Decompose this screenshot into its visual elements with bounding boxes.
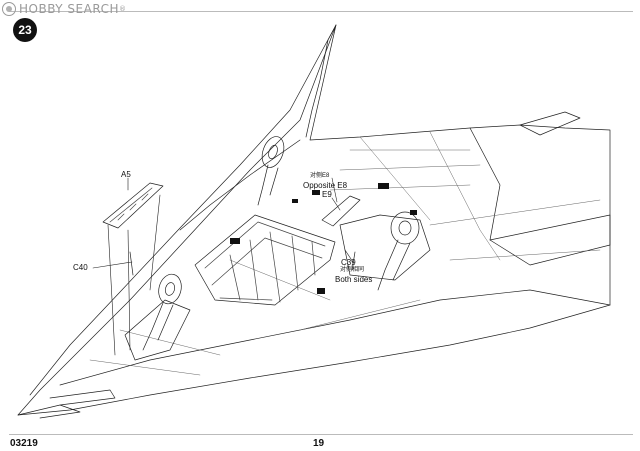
strut-upper (257, 164, 279, 206)
panel-lines (89, 131, 601, 376)
wheel-left (158, 273, 182, 305)
fuselage-spine (179, 139, 301, 231)
callout-c39: C39 (341, 258, 356, 267)
fin-edge (469, 127, 501, 241)
upper-wing-panel (305, 24, 337, 138)
gear-well-right (339, 214, 431, 281)
callout-e9: E9 (322, 190, 332, 199)
tail-fin-lower (489, 214, 611, 266)
weapons-bay-inner (204, 221, 326, 303)
tail-fin-upper (519, 111, 581, 136)
step-number-badge: 23 (13, 18, 37, 42)
leading-edge-line (29, 24, 337, 396)
product-code: 03219 (10, 438, 38, 449)
strut-right (377, 239, 411, 291)
callout-e8-cn: 对侧E8 (310, 173, 330, 179)
strut-c39 (351, 251, 356, 271)
strut-c40 (129, 251, 134, 276)
gear-well-left (124, 299, 191, 361)
weapons-bay (194, 214, 336, 306)
edge-flaps (17, 389, 116, 419)
callout-both-sides: Both sides (335, 275, 373, 284)
callout-e8: Opposite E8 (303, 181, 348, 190)
wing-outline (17, 24, 611, 416)
door-part-a5-detail (109, 187, 153, 223)
wheel-right-hub (398, 220, 412, 236)
leader-lines (92, 177, 354, 356)
trailing-edge (59, 289, 611, 386)
callout-both-cn: 对侧相同 (340, 267, 365, 273)
wheel-right (390, 211, 420, 245)
strut-left (142, 302, 174, 351)
door-part-e8 (321, 195, 361, 227)
wheel-left-hub (164, 282, 176, 296)
watermark-trademark: ® (118, 5, 127, 13)
wheel-upper (261, 136, 285, 168)
hobby-search-watermark: HOBBY SEARCH ® (2, 1, 126, 17)
page-number: 19 (313, 438, 325, 449)
page-frame (9, 11, 633, 435)
hobby-search-logo-icon (2, 2, 16, 16)
callout-c40: C40 (73, 263, 88, 272)
door-part-a5 (102, 182, 164, 229)
wheel-upper-hub (268, 144, 278, 160)
callout-a5: A5 (121, 170, 131, 179)
panel-markers (230, 183, 417, 294)
watermark-text: HOBBY SEARCH (19, 2, 119, 16)
